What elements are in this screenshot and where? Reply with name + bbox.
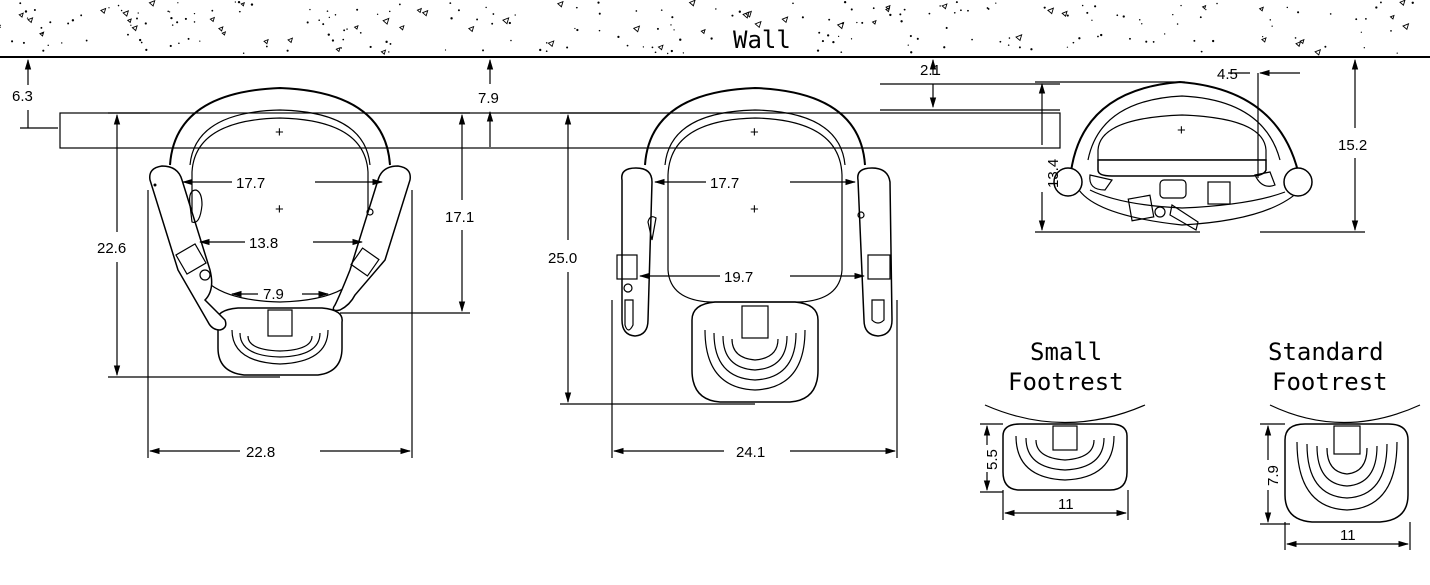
small-footrest-title-1: Small [1030,338,1102,366]
small-footrest-height: 5.5 [984,449,1001,470]
svg-text:+: + [275,124,284,141]
standard-footrest: Standard Footrest 7.9 11 [1260,338,1421,550]
svg-text:+: + [750,201,759,218]
small-footrest-width: 11 [1058,496,1074,513]
standard-footrest-title-1: Standard [1268,338,1384,366]
svg-text:+: + [1177,122,1186,139]
small-footrest: Small Footrest 5.5 11 [980,338,1146,520]
seat2-depth: 25.0 [548,250,577,267]
seat1-width: 22.8 [246,444,275,461]
standard-footrest-title-2: Footrest [1272,368,1388,396]
seat1-footrest-inner: 7.9 [263,286,284,303]
wall-texture [0,0,1414,56]
seat3-offset: 4.5 [1217,66,1238,83]
seat2-footrest [691,301,819,403]
seat1-depth: 22.6 [97,240,126,257]
rail-bar [59,112,1061,149]
seat3-wall-gap: 2.1 [920,62,941,79]
seat3-total: 15.2 [1338,137,1367,154]
wheelchair-seat-1: + + [149,86,411,376]
seat1-dimensions: 6.3 7.9 17.7 13.8 7.9 22.6 17.1 22.8 [12,58,499,461]
seat2-arm-outer: 17.7 [710,175,739,192]
seat1-rail: 7.9 [478,90,499,107]
wheelchair-seat-2: + + [616,86,893,403]
seat1-wall-gap: 6.3 [12,88,33,105]
seat3-depth: 13.4 [1045,159,1062,188]
svg-text:+: + [275,201,284,218]
seat2-dimensions: 17.7 19.7 25.0 24.1 [548,112,898,461]
wall-label: Wall [733,26,791,54]
seat2-seat-width: 19.7 [724,269,753,286]
seat1-arm-depth: 17.1 [445,209,474,226]
small-footrest-title-2: Footrest [1008,368,1124,396]
wall: Wall [0,0,1430,58]
wheelchair-seat-3: + [1053,80,1313,231]
standard-footrest-height: 7.9 [1265,465,1282,486]
seat2-width: 24.1 [736,444,765,461]
seat1-footrest [216,307,343,376]
seat1-arm-inner: 13.8 [249,235,278,252]
seat3-dimensions: 2.1 4.5 13.4 15.2 [880,58,1367,233]
seat1-arm-outer: 17.7 [236,175,265,192]
standard-footrest-width: 11 [1340,527,1356,544]
svg-text:+: + [750,124,759,141]
